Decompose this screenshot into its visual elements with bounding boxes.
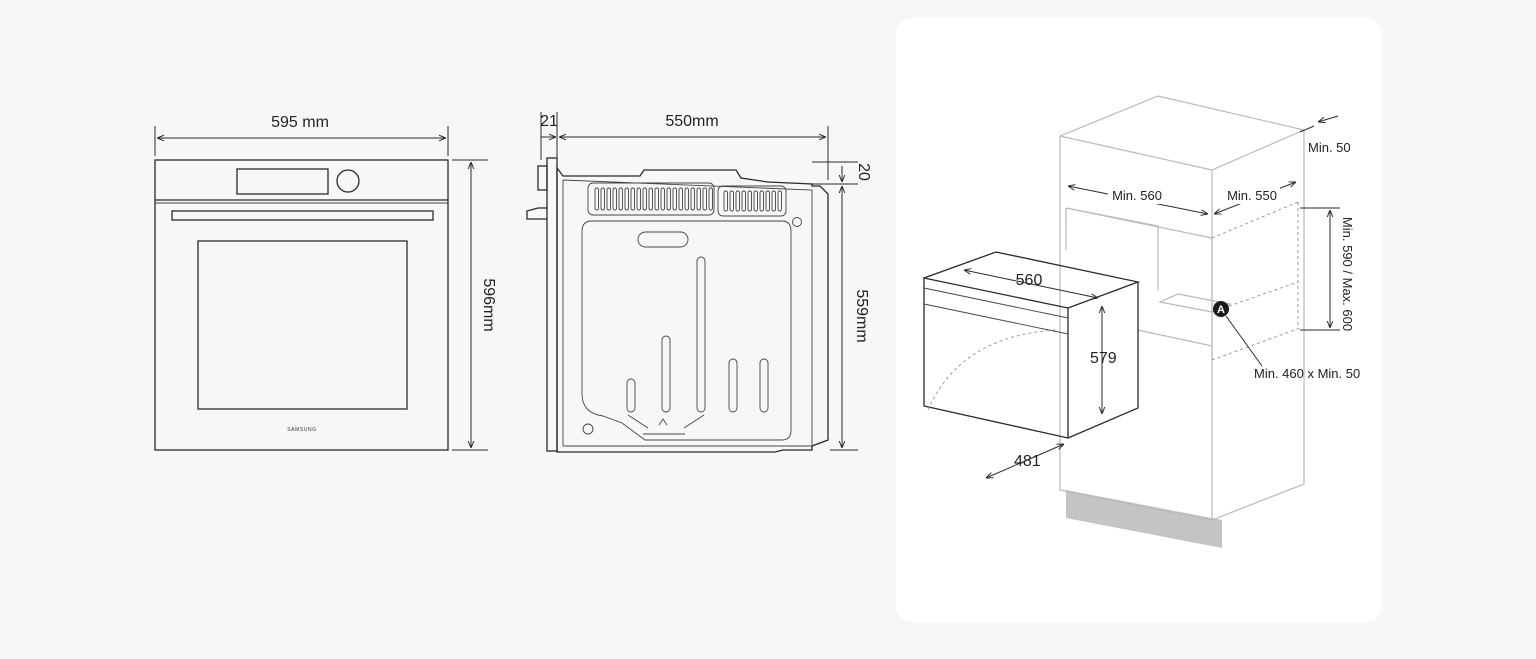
side-view: 21 550mm 20 559mm [526,112,872,453]
mount-hole [582,423,594,435]
oven-width-label: 560 [1016,272,1043,289]
door-swing-dimension-line [986,444,1064,478]
shelf-rail [728,358,738,413]
vent-slot [735,190,740,212]
door-swing-arc [927,329,1057,411]
niche-outline [1137,238,1213,360]
niche-height-label: Min. 590 / Max. 600 [1340,217,1355,331]
side-handle [526,207,547,220]
niche-depth-label: Min. 550 [1227,188,1277,203]
top-clearance-label: Min. 50 [1308,140,1351,155]
clearance-tick [1299,125,1315,133]
shelf-rail [696,256,706,413]
vent-slot [723,190,728,212]
side-knob [537,165,548,191]
shelf-rail [626,378,636,413]
door-depth-label: 21 [540,113,558,130]
vent-slot [702,187,707,211]
label-mask [1224,186,1280,204]
vent-slot [666,187,671,211]
vent-slot [618,187,623,211]
cabinet-plinth [1066,490,1222,548]
vent-slot [765,190,770,212]
oven-panel-line [923,287,1069,319]
vent-slot [624,187,629,211]
brand-logo: SAMSUNG [287,427,316,433]
vent-slot [654,187,659,211]
vent-slot [612,187,617,211]
vent-slot [660,187,665,211]
vent-slot [684,187,689,211]
vent-slot [753,190,758,212]
label-mask [1108,186,1166,204]
vent-slot [678,187,683,211]
vent-slot [696,187,701,211]
side-inner-edge [562,179,813,446]
vent-frame [717,185,787,217]
oven-top [923,251,1141,309]
vent-slot [729,190,734,212]
side-body [556,166,829,453]
vent-leader-line [1225,315,1263,367]
vent-opening-label: Min. 460 x Min. 50 [1254,366,1360,381]
cavity-badge [637,231,689,248]
vent-slot [771,190,776,212]
depth-label: 550mm [665,113,718,130]
top-offset-label: 20 [855,163,872,181]
vent-slot [690,187,695,211]
front-height-label: 596mm [480,278,497,331]
cavity-feet [627,414,705,435]
vent-slot [636,187,641,211]
vent-slot [594,187,599,211]
vent-slot [630,187,635,211]
vent-slot [642,187,647,211]
vent-slot [648,187,653,211]
oven-height-label: 579 [1090,350,1117,367]
vent-slot [777,190,782,212]
door-handle [171,210,434,221]
vent-frame [587,182,715,216]
vent-opening [1158,293,1232,313]
vent-slots-rear [594,187,782,212]
shelf-rail [661,335,671,413]
installation-diagram: 560 579 481 Min. 560 Min. 550 Min. 50 Mi… [923,95,1360,548]
mount-hole [792,217,802,227]
cabinet-outline [1059,95,1305,521]
shelf-rail [759,358,769,413]
vent-slot [759,190,764,212]
door-window [197,240,408,410]
niche-width-label: Min. 560 [1112,188,1162,203]
vent-slot [606,187,611,211]
vent-slot [708,187,713,211]
vent-slot [672,187,677,211]
oven-side [1067,282,1139,439]
vent-marker [1213,301,1229,317]
oven-panel-line [923,303,1069,335]
front-view: 595 mm SAMSUNG 596mm [154,114,497,451]
display-panel [236,168,329,195]
side-height-label: 559mm [853,289,870,342]
side-door [546,157,558,452]
oven-width-dimension-line [964,270,1098,298]
oven-front-body [154,159,449,451]
vent-marker-label: A [1217,304,1225,316]
vent-slot [600,187,605,211]
clearance-tick [1318,115,1339,122]
door-swing-label: 481 [1014,453,1041,470]
vent-slot [747,190,752,212]
control-knob [336,169,360,193]
side-cavity [581,220,792,441]
front-width-label: 595 mm [271,114,329,131]
vent-slot [741,190,746,212]
